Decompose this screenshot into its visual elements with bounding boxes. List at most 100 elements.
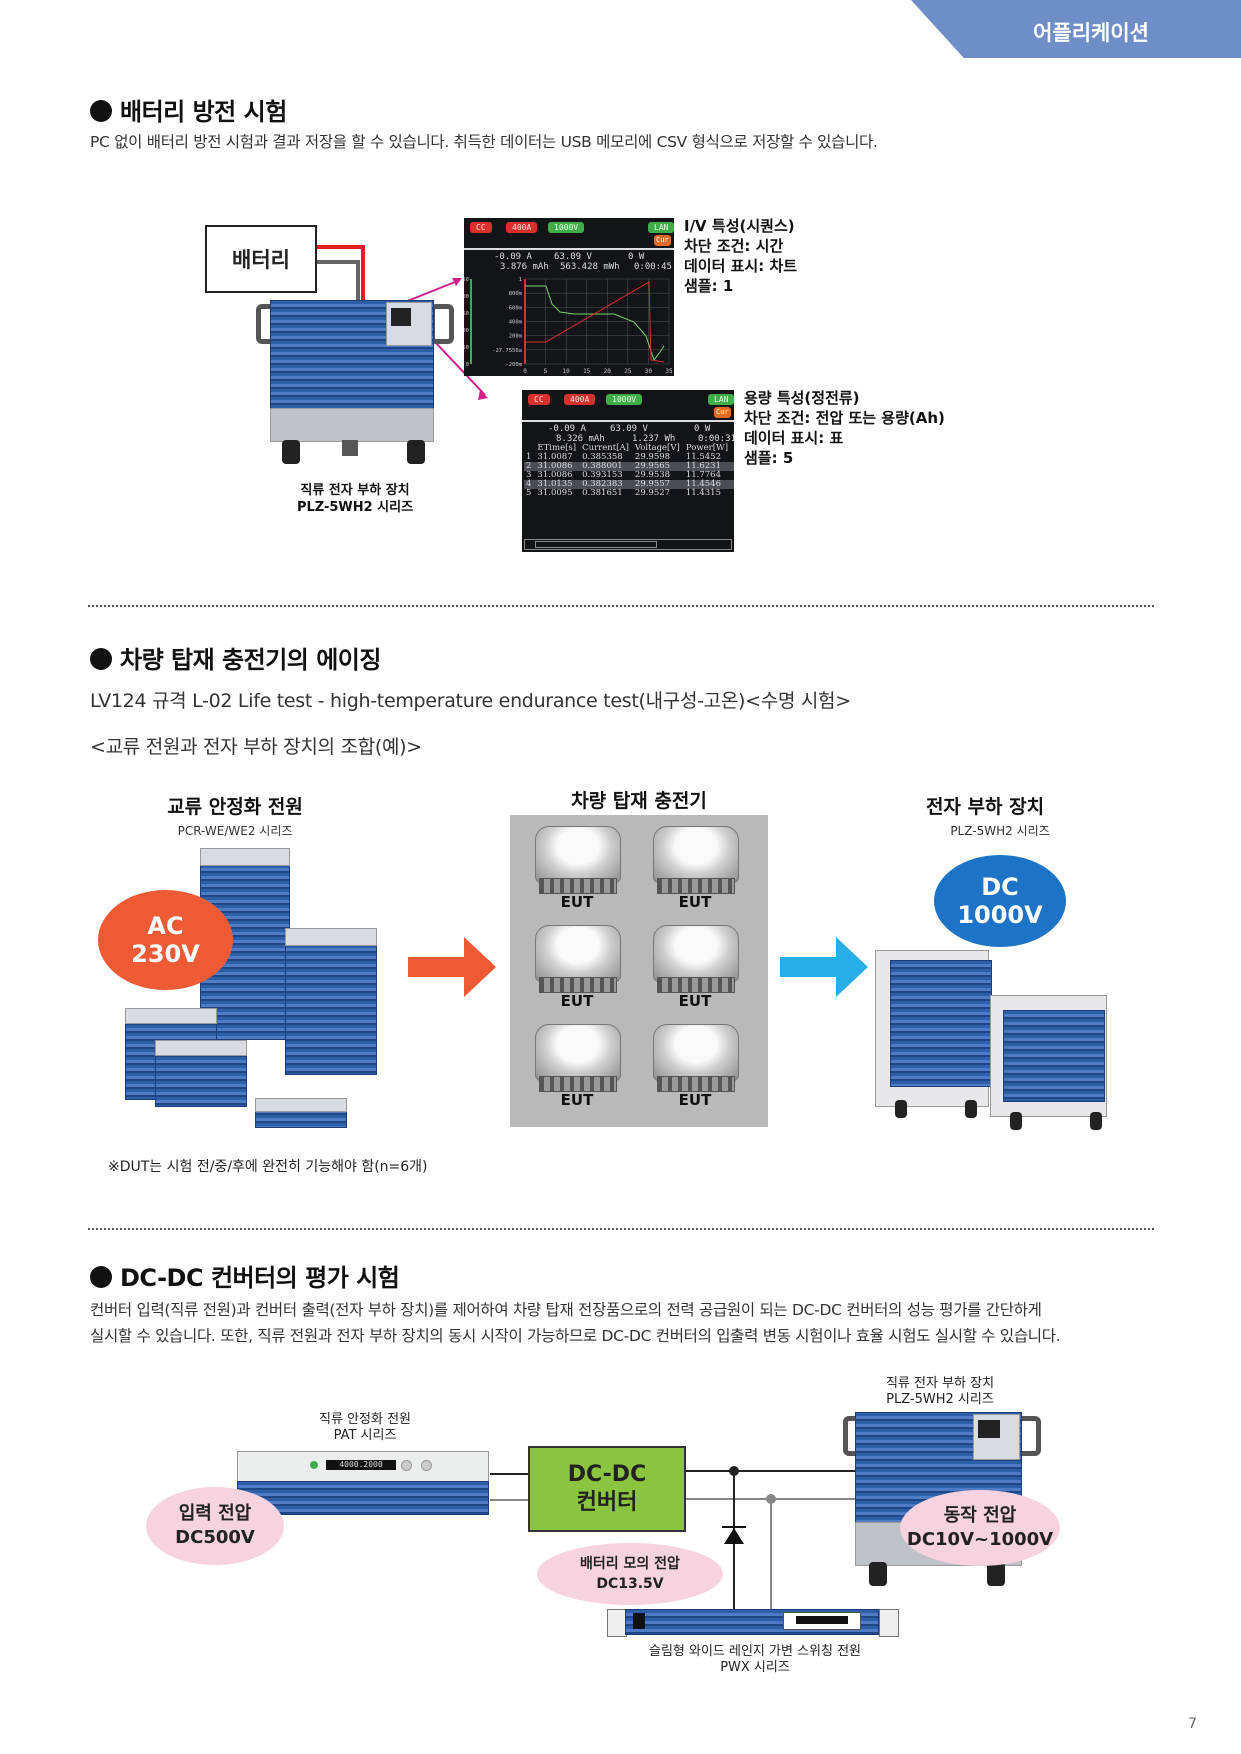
table-cell: 31.0086 <box>535 462 581 471</box>
screen1-labels: I/V 특성(시퀀스) 차단 조건: 시간 데이터 표시: 차트 샘플: 1 <box>684 217 798 295</box>
voltage-range-badge: 1000V <box>606 394 643 405</box>
table-cell: 11.4546 <box>683 480 733 489</box>
wheel <box>869 1562 887 1586</box>
charger-title: 차량 탑재 충전기 <box>571 790 707 812</box>
mode-badge: CC <box>528 394 550 405</box>
energy-reading: 1.237 Wh <box>632 434 676 444</box>
standard-text: LV124 규격 L-02 Life test - high-temperatu… <box>90 690 851 712</box>
table-cell: 29.9527 <box>634 488 671 498</box>
table-cell: 31.0086 <box>537 470 573 480</box>
power-switch <box>633 1613 645 1629</box>
heatsink-fins <box>657 1076 735 1092</box>
pwx-power-supply <box>607 1609 899 1637</box>
section-description: PC 없이 배터리 방전 시험과 결과 저장을 할 수 있습니다. 취득한 데이… <box>90 133 878 151</box>
battery-box: 배터리 <box>205 225 317 293</box>
left-axis-label: 50 <box>464 345 469 351</box>
x-tick-label: 35 <box>665 368 673 375</box>
screen-iv-chart: CC 400A 1000V LAN Cur -0.09 A 63.09 V 0 … <box>464 218 674 376</box>
section-divider <box>88 605 1154 607</box>
pcr-panel <box>155 1040 247 1056</box>
table-cell: 1 <box>526 452 532 462</box>
table-cell: 31.0135 <box>535 480 581 489</box>
eut-unit: EUT <box>645 925 745 1010</box>
left-axis-label: 0 <box>466 362 469 368</box>
dc-source-caption: 직류 안정화 전원 PAT 시리즈 <box>319 1412 411 1443</box>
eut-unit: EUT <box>645 826 745 911</box>
charger-icon <box>535 925 621 982</box>
scrollbar-thumb[interactable] <box>535 541 657 548</box>
pcr-unit <box>285 928 377 1075</box>
table-cell: 11.6231 <box>683 462 733 471</box>
power-reading: 0 W <box>694 424 711 434</box>
table-cell: 11.4315 <box>685 488 721 498</box>
charger-icon <box>535 826 621 883</box>
mode-badge: CC <box>470 222 492 233</box>
right-axis-label: 600m <box>509 305 523 311</box>
x-tick-label: 5 <box>544 368 548 375</box>
eut-label: EUT <box>560 992 594 1010</box>
horizontal-scrollbar[interactable] <box>524 539 732 550</box>
section-title-aging: 차량 탑재 충전기의 에이징 <box>90 640 381 675</box>
capacity-reading: 3.876 mAh <box>500 262 549 272</box>
positive-wire <box>313 245 365 300</box>
voltage-reading: 63.09 V <box>610 424 648 434</box>
load-unit <box>1003 1010 1105 1102</box>
x-tick-label: 25 <box>624 368 632 375</box>
power-reading: 0 W <box>628 252 645 262</box>
right-axis-label: -27.7556a <box>492 348 522 354</box>
pat-display: 4000.2000 <box>326 1460 396 1470</box>
table-cell: 0.008 <box>732 480 734 489</box>
voltage-trace <box>525 285 665 362</box>
table-cell: 2 <box>524 462 536 471</box>
pat-power-supply: 4000.2000 <box>237 1451 489 1531</box>
electronic-load-device <box>256 300 454 464</box>
front-panel <box>386 302 432 346</box>
cur-badge: Cur <box>714 407 731 418</box>
pcr-panel <box>125 1008 217 1024</box>
current-reading: -0.09 A <box>494 252 532 262</box>
section-description-line2: 실시할 수 있습니다. 또한, 직류 전원과 전자 부하 장치의 동시 시작이 … <box>90 1327 1061 1345</box>
cur-badge: Cur <box>654 235 671 246</box>
charger-icon <box>535 1024 621 1081</box>
voltage-reading: 63.09 V <box>554 252 592 262</box>
arrow-right-orange-icon <box>408 937 496 997</box>
dcdc-wiring <box>490 1466 870 1610</box>
x-tick-label: 15 <box>583 368 591 375</box>
section-tab: 어플리케이션 <box>911 0 1241 58</box>
divider <box>464 248 674 250</box>
section-divider <box>88 1228 1154 1230</box>
right-axis-label: 400m <box>509 320 523 326</box>
negative-wire <box>313 260 360 302</box>
pointer-line-1 <box>404 279 461 303</box>
table-cell: 0.008 <box>732 462 734 471</box>
table-cell: 0.393153 <box>582 470 623 480</box>
page-number: 7 <box>1188 1716 1197 1732</box>
eut-unit: EUT <box>645 1024 745 1109</box>
charger-icon <box>653 1024 739 1081</box>
heatsink-fins <box>539 977 617 993</box>
data-table: ETime[s]Current[A]Voltage[V]Power[W]Capa… <box>524 444 734 498</box>
elapsed-time: 0:00:31 <box>698 434 734 444</box>
section-description-line1: 컨버터 입력(직류 전원)과 컨버터 출력(전자 부하 장치)를 제어하여 차량… <box>90 1301 1042 1319</box>
eut-unit: EUT <box>527 1024 627 1109</box>
bullet-icon <box>90 648 112 670</box>
table-cell: 0.381651 <box>582 488 623 498</box>
connector <box>783 1612 861 1630</box>
heatsink-fins <box>539 1076 617 1092</box>
wheel <box>965 1100 977 1118</box>
eut-label: EUT <box>560 893 594 911</box>
x-tick-label: 0 <box>523 368 527 375</box>
eut-label: EUT <box>678 1091 712 1109</box>
load-unit <box>890 960 992 1087</box>
eut-unit: EUT <box>527 826 627 911</box>
pat-body <box>237 1481 489 1515</box>
pat-front-panel: 4000.2000 <box>237 1451 489 1483</box>
pcr-panel <box>285 928 377 946</box>
energy-reading: 563.428 mWh <box>560 262 620 272</box>
rack-ear <box>879 1609 899 1637</box>
table-cell: 0.382383 <box>580 480 633 489</box>
